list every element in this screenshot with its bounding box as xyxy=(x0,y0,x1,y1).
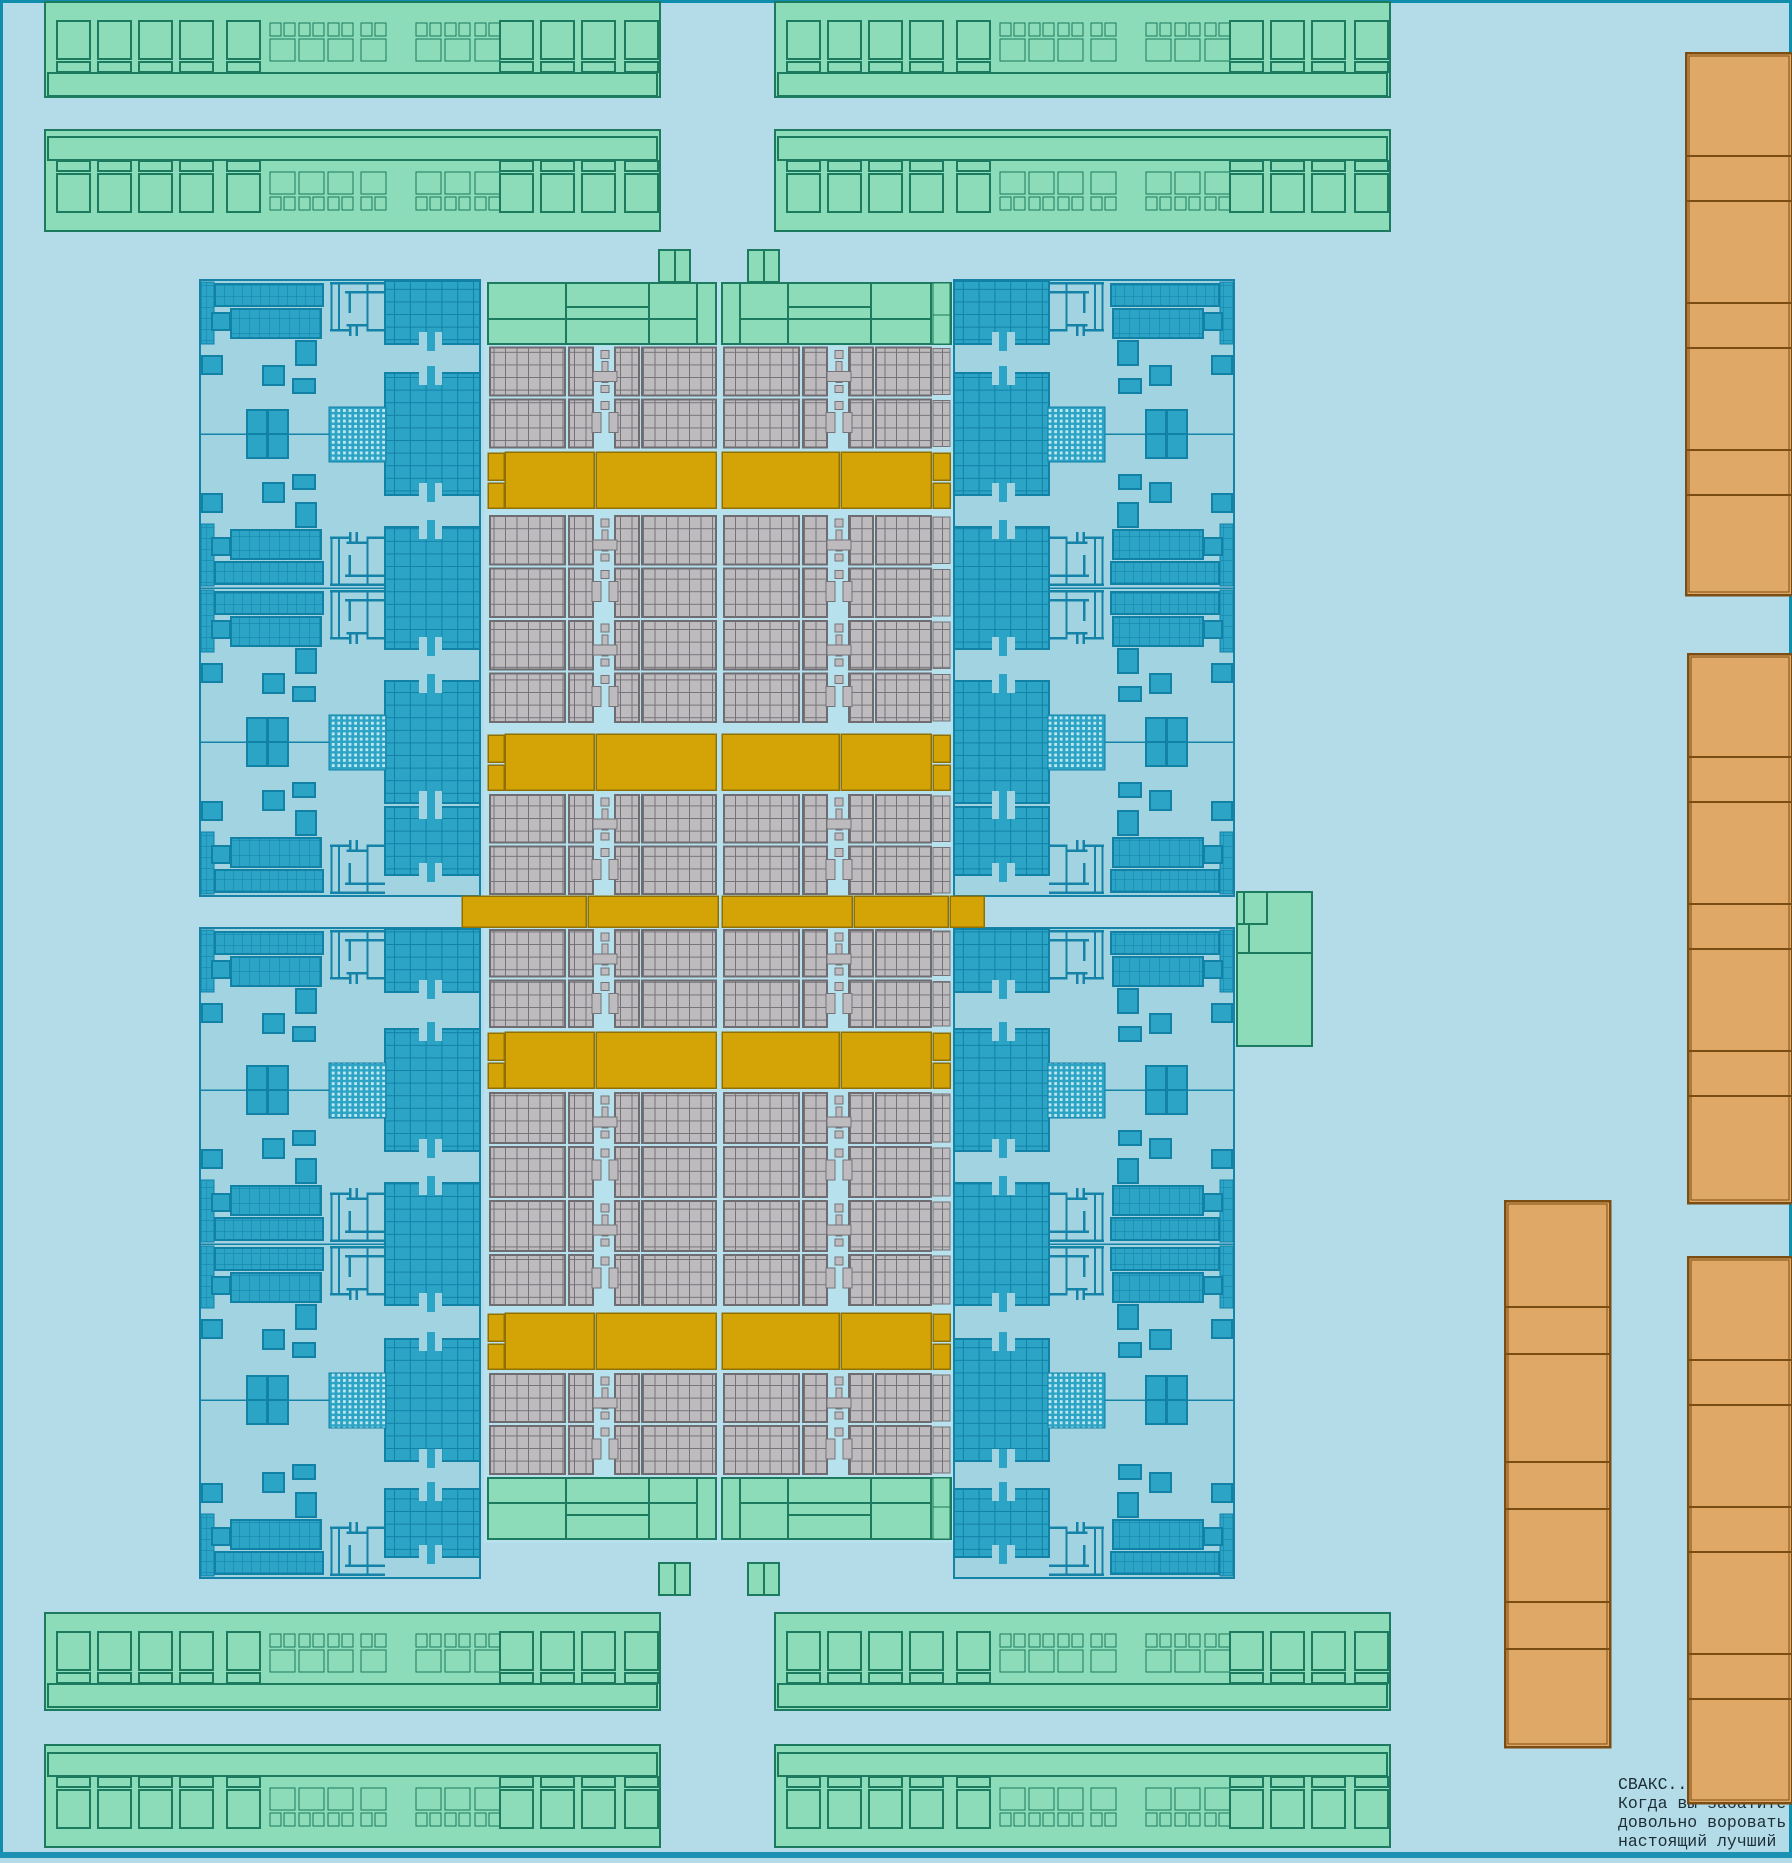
svg-text:СВАКС...: СВАКС... xyxy=(1618,1775,1697,1794)
svg-text:настоящий лучший: настоящий лучший xyxy=(1618,1832,1776,1851)
svg-text:довольно воровать: довольно воровать xyxy=(1618,1813,1786,1832)
